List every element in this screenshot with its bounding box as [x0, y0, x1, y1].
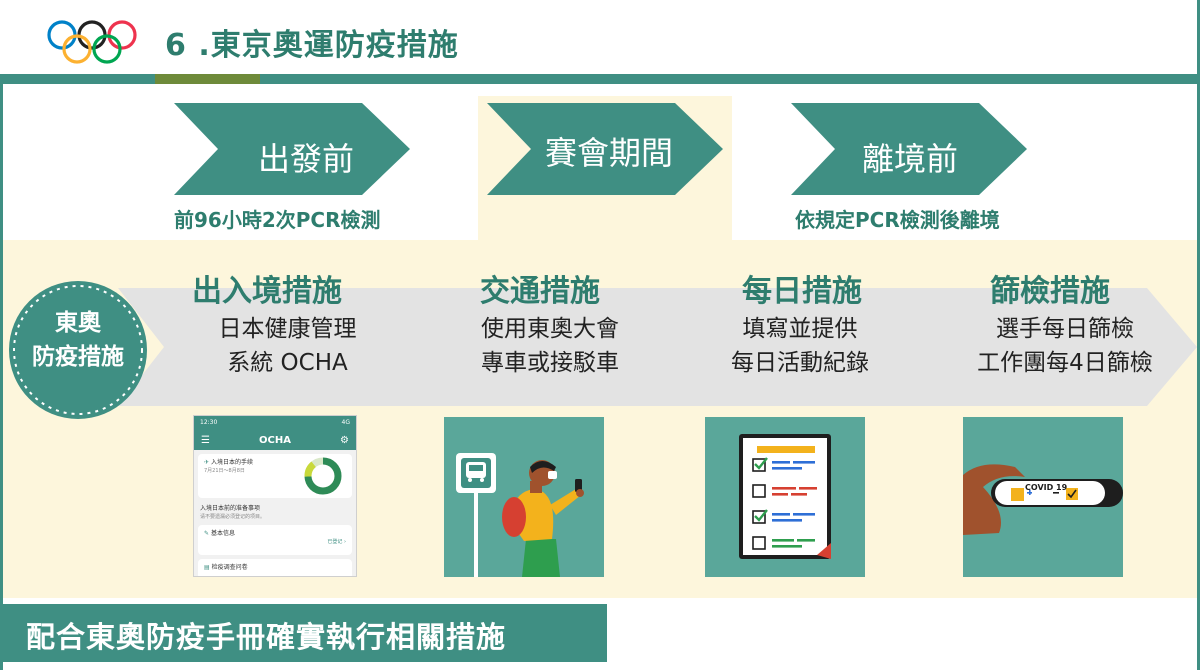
measure-desc-line: 專車或接駁車 — [481, 350, 619, 376]
left-border — [0, 84, 3, 670]
right-border — [1197, 0, 1200, 670]
ocha-app-screenshot: 12:30 4G ☰ OCHA ⚙ ✈ 入境日本的手续 7月21日～8月8日 入… — [193, 415, 357, 577]
header: 6 .東京奧運防疫措施 — [0, 0, 1200, 84]
airplane-icon: ✈ — [204, 459, 210, 466]
page-title: 6 .東京奧運防疫措施 — [165, 28, 459, 63]
badge-line: 東奧 — [55, 310, 101, 336]
measure-desc-line: 工作團每4日篩檢 — [977, 350, 1153, 376]
bus-stop-illustration — [444, 417, 604, 577]
phase-label-before-exit: 離境前 — [862, 140, 959, 178]
basic-info-label: 基本信息 — [210, 530, 235, 537]
phase-sub-before-exit: 依規定PCR檢測後離境 — [795, 208, 1000, 232]
chevron-right-icon: › — [344, 539, 346, 545]
phone-section-sub: 请不要遗漏必须登记的项目。 — [200, 514, 266, 520]
header-divider-bar — [0, 74, 1200, 84]
questionnaire-label: 检疫调查问卷 — [211, 564, 248, 571]
phase-arrow-before-departure — [174, 103, 410, 195]
phone-section: 入境日本前的准备事项 请不要遗漏必须登记的项目。 — [198, 502, 352, 525]
basic-info-status: 已登记 › — [204, 538, 346, 545]
phone-time: 12:30 — [200, 419, 218, 426]
phone-status-bar: 12:30 4G — [194, 416, 356, 430]
checklist-graphic — [739, 434, 831, 559]
phone-card-dates: 7月21日～8月8日 — [204, 468, 245, 474]
tokyo-olympics-badge — [9, 281, 147, 419]
phase-label-before-departure: 出發前 — [258, 140, 355, 178]
phone-section-title: 入境日本前的准备事项 — [200, 505, 261, 512]
bus-stop-person-graphic — [456, 453, 584, 577]
phase-arrow-before-exit — [791, 103, 1027, 195]
measure-desc-line: 每日活動紀錄 — [731, 350, 869, 376]
measure-desc-screening: 選手每日篩檢 工作團每4日篩檢 — [960, 312, 1170, 380]
phone-app-bar: ☰ OCHA ⚙ — [194, 430, 356, 450]
measure-desc-daily: 填寫並提供 每日活動紀錄 — [710, 312, 890, 380]
basic-info-row: ✎ 基本信息 — [204, 529, 346, 538]
measure-desc-line: 系統 OCHA — [227, 350, 348, 376]
measure-title-screening: 篩檢措施 — [990, 274, 1110, 309]
measure-title-entry-exit: 出入境措施 — [192, 274, 342, 309]
header-divider-accent — [155, 74, 260, 84]
test-kit-label: COVID 19 — [1025, 483, 1068, 492]
measure-arrow-daily — [634, 288, 956, 406]
questionnaire-row: ▤ 检疫调查问卷 — [204, 563, 346, 572]
measure-desc-line: 填寫並提供 — [742, 316, 858, 342]
footer-text: 配合東奧防疫手冊確實執行相關措施 — [26, 620, 507, 654]
phase-label-during-games: 賽會期間 — [545, 134, 674, 172]
document-icon: ✎ — [204, 530, 210, 537]
phase-sub-before-departure: 前96小時2次PCR檢測 — [174, 208, 381, 232]
ocha-app-name: OCHA — [259, 434, 291, 446]
measure-arrow-entry-exit — [118, 288, 440, 406]
test-kit-graphic — [963, 464, 1123, 535]
measure-desc-line: 選手每日篩檢 — [996, 316, 1134, 342]
daily-checklist-illustration — [705, 417, 865, 577]
measure-desc-entry-exit: 日本健康管理 系統 OCHA — [200, 312, 375, 380]
measure-arrow-screening — [892, 288, 1197, 406]
menu-icon: ☰ — [201, 434, 210, 446]
progress-ring-icon — [304, 457, 342, 495]
badge-text: 東奧 防疫措施 — [8, 306, 148, 374]
olympic-rings-logo — [47, 20, 137, 64]
footer-banner — [3, 604, 607, 662]
phone-entry-card: ✈ 入境日本的手续 7月21日～8月8日 — [198, 454, 352, 498]
phone-basic-info-card: ✎ 基本信息 已登记 › — [198, 525, 352, 555]
measure-desc-line: 日本健康管理 — [218, 316, 357, 342]
registered-label: 已登记 — [327, 539, 343, 545]
badge-line: 防疫措施 — [32, 344, 124, 370]
phone-body: ✈ 入境日本的手续 7月21日～8月8日 入境日本前的准备事项 请不要遗漏必须登… — [194, 450, 356, 576]
measure-desc-transport: 使用東奧大會 專車或接駁車 — [460, 312, 640, 380]
airplane-row: ✈ 入境日本的手续 — [204, 458, 346, 467]
measure-title-daily: 每日措施 — [742, 274, 862, 309]
phone-card-title: 入境日本的手续 — [210, 459, 253, 466]
clipboard-icon: ▤ — [204, 564, 210, 571]
measure-title-transport: 交通措施 — [480, 274, 600, 309]
phone-questionnaire-card: ▤ 检疫调查问卷 — [198, 559, 352, 576]
measure-desc-line: 使用東奧大會 — [481, 316, 619, 342]
phase-arrow-during-games — [487, 103, 723, 195]
phone-signal: 4G — [341, 419, 350, 426]
measure-arrow-transport — [377, 288, 699, 406]
covid-test-kit-illustration: COVID 19 — [963, 417, 1123, 577]
gear-icon: ⚙ — [340, 434, 349, 446]
